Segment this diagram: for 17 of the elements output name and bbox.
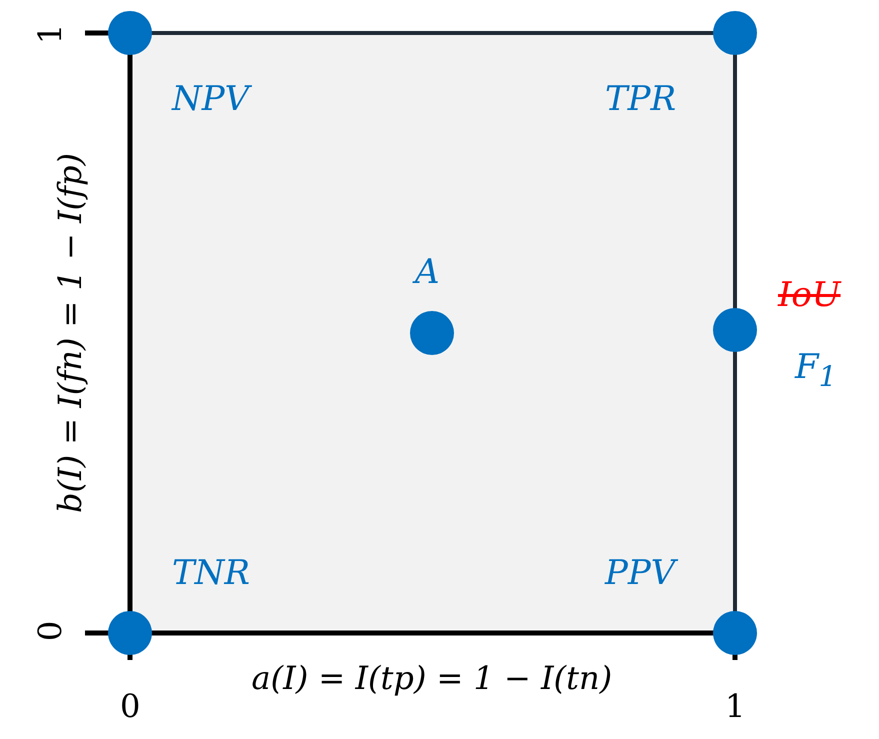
struck-metric-label: IoU [778, 278, 841, 312]
data-point [713, 11, 757, 55]
x-axis-label: a(I) = I(tp) = 1 − I(tn) [252, 662, 612, 694]
data-point [713, 611, 757, 655]
metric-label: TPR [605, 82, 676, 116]
metric-label: A [415, 255, 440, 289]
y-axis-label: b(I) = I(fn) = 1 − I(fp) [54, 153, 86, 513]
tick-label: 0 [34, 620, 66, 642]
tick-label: 0 [120, 690, 140, 722]
metric-label: NPV [172, 82, 250, 116]
metric-label: TNR [172, 556, 250, 590]
tick-label: 1 [725, 690, 746, 722]
tick-label: 1 [34, 24, 66, 44]
data-point [108, 611, 152, 655]
data-point [108, 11, 152, 55]
metric-label: F$_{1}$ [795, 350, 837, 392]
data-point [713, 308, 757, 352]
